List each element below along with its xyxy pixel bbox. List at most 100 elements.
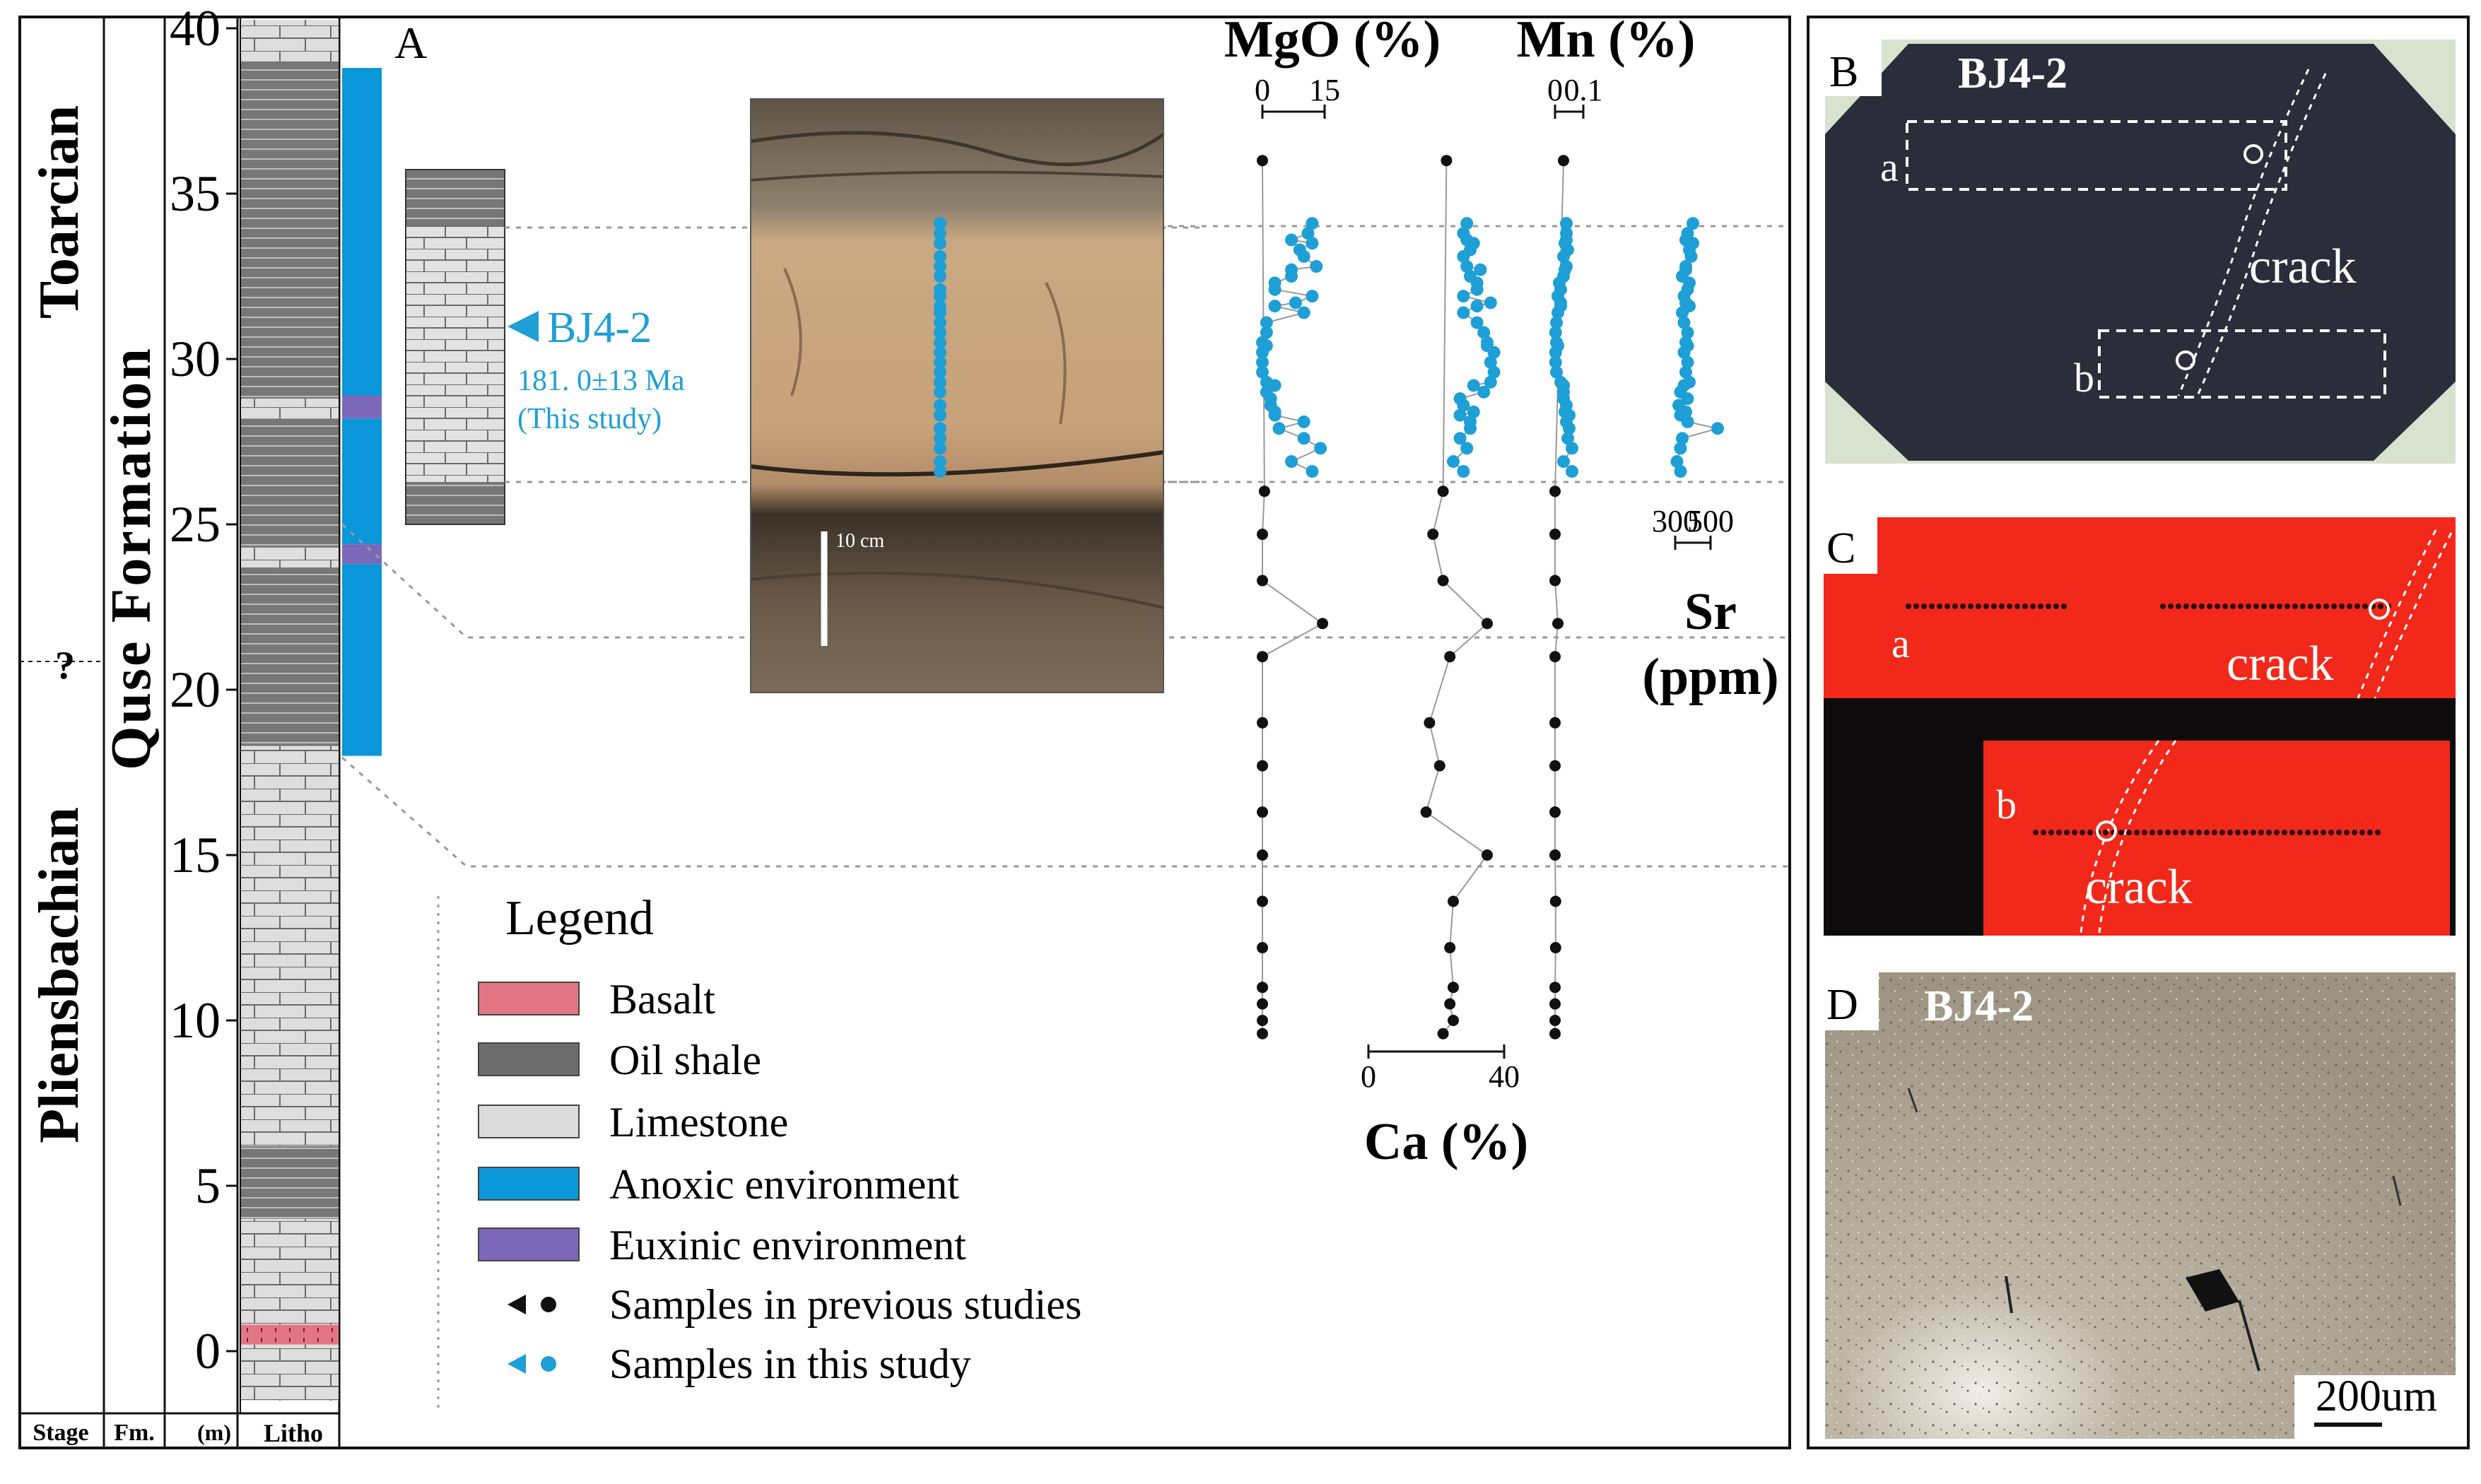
laser-spot: [2157, 830, 2163, 835]
legend-title: Legend: [505, 891, 654, 946]
data-point-previous: [1257, 982, 1268, 994]
laser-spot: [2352, 830, 2357, 835]
data-point-previous: [1549, 575, 1561, 587]
data-point-this-study: [1297, 306, 1310, 319]
litho-bed-basalt: [240, 1324, 339, 1345]
depth-tick-label: 10: [170, 992, 221, 1049]
header-depth: (m): [197, 1420, 231, 1445]
data-point-this-study: [1487, 365, 1501, 379]
stage-boundary-mark: ?: [55, 644, 75, 688]
panel-b: [1825, 40, 2456, 464]
data-point-this-study: [1681, 355, 1694, 369]
laser-spot: [2142, 830, 2147, 835]
data-point-this-study: [1306, 237, 1319, 250]
data-point-this-study: [1550, 316, 1563, 329]
scale-tick-label: 300: [1652, 504, 1699, 538]
data-point-this-study: [1676, 432, 1689, 445]
data-point-this-study: [1552, 339, 1564, 353]
photo-sample-dot: [934, 432, 946, 445]
photo-sample-dot: [934, 336, 946, 349]
laser-spot: [2331, 603, 2337, 609]
chart-title: Sr: [1684, 583, 1737, 641]
data-point-this-study: [1554, 296, 1567, 310]
laser-spot: [2251, 830, 2256, 835]
data-point-this-study: [1484, 355, 1497, 369]
series-line-previous: [1425, 160, 1489, 1035]
data-point-previous: [1257, 575, 1268, 587]
laser-spot: [2033, 830, 2039, 835]
chart-unit: (ppm): [1642, 648, 1778, 706]
data-point-previous: [1549, 942, 1561, 954]
data-point-previous: [1444, 998, 1456, 1010]
data-point-this-study: [1549, 326, 1562, 339]
data-point-this-study: [1467, 379, 1480, 392]
data-point-previous: [1257, 529, 1268, 541]
photo-sample-dot: [934, 270, 946, 283]
photo-scale-label: 10 cm: [835, 530, 884, 552]
data-point-this-study: [1557, 392, 1570, 406]
photo-sample-dot: [934, 283, 946, 296]
data-point-this-study: [1285, 263, 1298, 276]
laser-spot: [2336, 830, 2342, 835]
legend-label: Samples in previous studies: [609, 1281, 1081, 1328]
panel-b-label: B: [1829, 48, 1858, 96]
data-point-this-study: [1272, 422, 1286, 435]
legend-label: Euxinic environment: [609, 1222, 966, 1268]
data-point-this-study: [1310, 259, 1323, 273]
litho-bed-limestone: [240, 20, 339, 61]
right-panel-frame: [1807, 16, 2470, 1449]
data-point-previous: [1549, 998, 1561, 1010]
data-point-this-study: [1268, 300, 1281, 313]
data-point-this-study: [1268, 379, 1281, 392]
data-point-this-study: [1481, 339, 1494, 353]
data-point-this-study: [1681, 415, 1694, 428]
laser-spot: [2207, 603, 2212, 609]
photo-sample-dot: [934, 399, 946, 412]
data-point-previous: [1420, 806, 1432, 818]
laser-spot: [1929, 603, 1935, 609]
data-point-this-study: [1681, 392, 1694, 406]
laser-spot: [2243, 830, 2248, 835]
laser-spot: [2359, 830, 2365, 835]
data-point-this-study: [1683, 243, 1696, 257]
data-point-this-study: [1557, 455, 1570, 469]
laser-spot: [2041, 830, 2046, 835]
data-point-this-study: [1289, 296, 1302, 310]
data-point-previous: [1424, 717, 1436, 729]
data-point-previous: [1257, 895, 1268, 907]
data-point-previous: [1257, 717, 1268, 729]
data-point-this-study: [1306, 290, 1319, 303]
data-point-this-study: [1679, 296, 1692, 310]
data-point-this-study: [1460, 233, 1474, 247]
depth-tick-label: 30: [170, 331, 221, 387]
laser-spot: [2160, 603, 2166, 609]
panel-d-label: D: [1826, 981, 1858, 1029]
data-point-previous: [1549, 1015, 1561, 1026]
data-point-this-study: [1674, 442, 1687, 455]
data-point-previous: [1433, 760, 1445, 772]
panel-b-title: BJ4-2: [1958, 49, 2068, 98]
laser-spot: [2227, 830, 2233, 835]
photo-sample-dot: [934, 227, 946, 240]
data-point-previous: [1444, 942, 1456, 954]
data-point-this-study: [1553, 276, 1566, 290]
zoom-log: [405, 169, 505, 525]
laser-spot: [2321, 830, 2326, 835]
stage-pliensbachian: Pliensbachian: [28, 807, 90, 1143]
legend-label: Oil shale: [609, 1037, 761, 1083]
data-point-previous: [1549, 485, 1561, 497]
data-point-this-study: [1314, 442, 1327, 455]
legend-marker-triangle: [508, 1295, 526, 1314]
data-point-previous: [1549, 760, 1561, 772]
laser-spot: [2261, 603, 2267, 609]
laser-spot: [2149, 830, 2155, 835]
data-point-previous: [1437, 1027, 1449, 1040]
data-point-previous: [1549, 651, 1561, 663]
data-point-this-study: [1560, 233, 1573, 247]
data-point-previous: [1482, 618, 1493, 630]
photo-sample-dot: [934, 465, 946, 478]
laser-spot: [2038, 603, 2043, 609]
laser-spot: [2246, 603, 2251, 609]
laser-spot: [2053, 603, 2059, 609]
